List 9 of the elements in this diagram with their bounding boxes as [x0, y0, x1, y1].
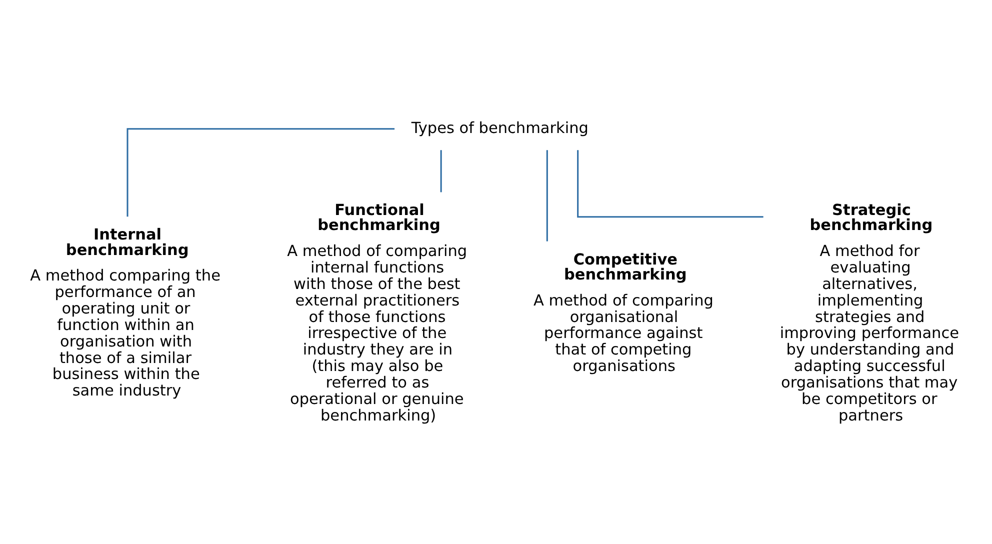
node-text: Competitive benchmarking A method of comparing organisational performance against that of competing organisations — [532, 250, 713, 376]
node-text: Strategic benchmarking A method for evaluating alternatives, implementing strategies and improving performance by understanding and adapting successful organisations that may be competitors or partners — [779, 200, 959, 424]
node-text: Functional benchmarking A method of comparing internal functions with those of the best external practitioners of those functions irrespective of the industry they are in (this may also be referred to as operational or genuine benchmarking) — [286, 200, 467, 424]
connector — [126, 128, 394, 217]
connector — [546, 150, 548, 242]
connector — [440, 150, 442, 192]
node-text: Internal benchmarking A method comparing the performance of an operating unit or function within an organisation with those of a similar business within the same industry — [30, 226, 220, 400]
node-text: Types of benchmarking — [410, 118, 588, 137]
connector — [576, 150, 763, 218]
